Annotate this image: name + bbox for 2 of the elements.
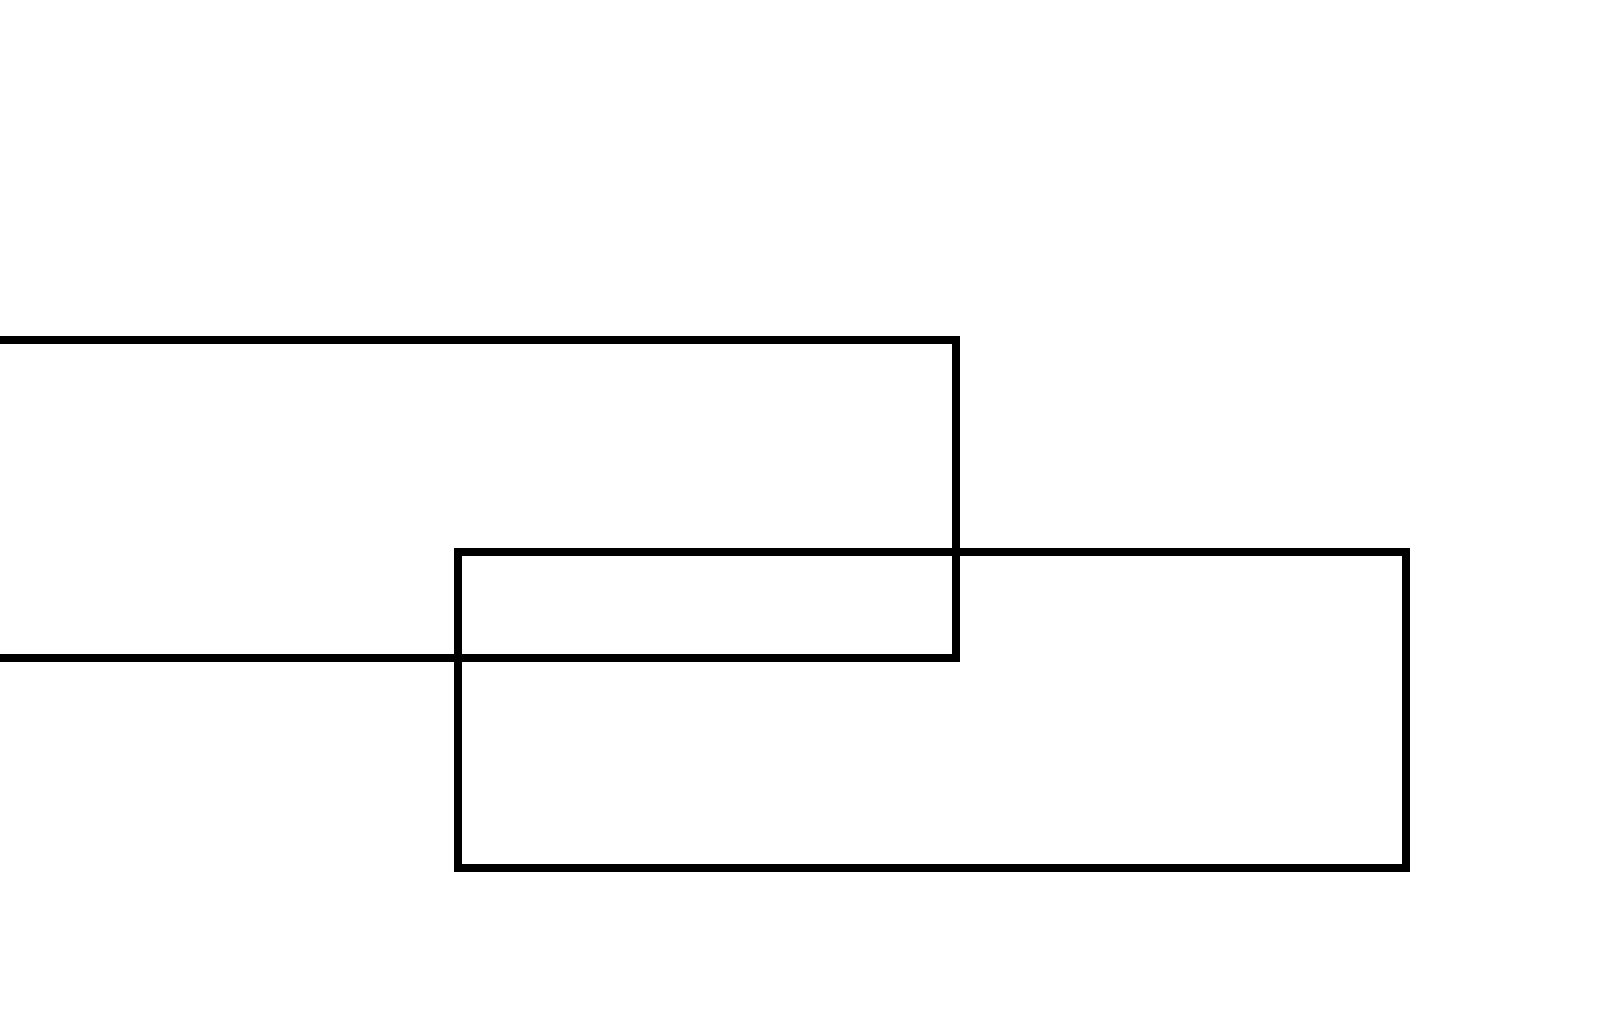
rectangle-outline [454, 548, 1410, 872]
rectangle-outline [0, 336, 960, 662]
